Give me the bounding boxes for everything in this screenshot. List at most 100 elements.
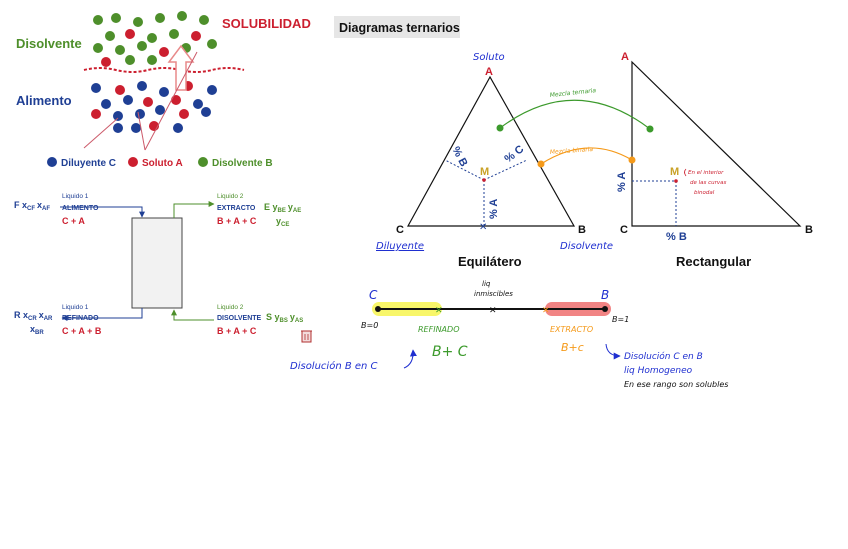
molecule-dot-diluent xyxy=(193,99,203,109)
legend: Diluyente C Soluto A Disolvente B xyxy=(47,157,273,169)
rect-vertex-a: A xyxy=(621,51,629,63)
eq-point-m xyxy=(482,178,486,182)
right-note-3: En ese rango son solubles xyxy=(624,380,728,389)
molecule-dot-diluent xyxy=(101,99,111,109)
rect-pct-b: % B xyxy=(666,231,687,243)
eq-vertex-a: A xyxy=(485,66,493,78)
binary-mixture-arc xyxy=(540,147,633,165)
binary-mixture-label: Mezcla binaria xyxy=(550,146,594,156)
binary-end-b xyxy=(602,306,608,312)
rect-note-3: binodal xyxy=(694,190,715,196)
eq-hand-left: Diluyente xyxy=(376,241,424,252)
legend-label-diluent: Diluyente C xyxy=(61,158,116,169)
extract-liquid: Liquido 2 xyxy=(217,193,244,200)
feed-name: ALIMENTO xyxy=(62,205,99,212)
eq-perp-b xyxy=(444,159,485,181)
solvent-comp: B + A + C xyxy=(217,326,257,336)
molecule-dot-diluent xyxy=(155,105,165,115)
molecule-dot-solvent xyxy=(111,13,121,23)
feed-liquid: Liquido 1 xyxy=(62,193,89,200)
extract-comp: B + A + C xyxy=(217,216,257,226)
extract-name: EXTRACTO xyxy=(217,205,256,212)
molecule-dot-solvent xyxy=(125,55,135,65)
binary-b1: B=1 xyxy=(612,315,629,324)
molecule-dot-solute xyxy=(171,95,181,105)
eq-cross: ✕ xyxy=(479,222,487,233)
eq-vertex-c: C xyxy=(396,224,404,236)
molecule-dot-solute xyxy=(125,29,135,39)
interface-line xyxy=(83,67,245,73)
binary-middle-1: liq xyxy=(482,280,491,288)
solubility-title: SOLUBILIDAD xyxy=(222,16,311,31)
mixture-arcs: Mezcla ternaria Mezcla binaria xyxy=(496,87,654,168)
right-note-arrow xyxy=(605,343,621,360)
binary-middle-2: inmiscibles xyxy=(474,290,513,298)
molecule-dot-diluent xyxy=(123,95,133,105)
rect-note-2: de las curvas xyxy=(690,180,727,186)
eq-pct-a: % A xyxy=(488,199,500,219)
molecule-dot-solvent xyxy=(147,33,157,43)
solvent-name: DISOLVENTE xyxy=(217,315,262,322)
rect-pct-a: % A xyxy=(616,172,628,192)
raffinate-flow-b: xBR xyxy=(30,324,44,336)
molecule-dots xyxy=(91,11,217,133)
ternary-mixture-dot-right xyxy=(646,125,654,133)
molecule-dot-diluent xyxy=(207,85,217,95)
rect-note-1: En el interior xyxy=(688,170,724,176)
molecule-dot-solvent xyxy=(147,55,157,65)
rect-point-m xyxy=(674,179,678,183)
binary-label-c: C xyxy=(369,288,378,302)
molecule-dot-solvent xyxy=(177,11,187,21)
molecule-dot-solvent xyxy=(199,15,209,25)
solubility-panel: SOLUBILIDAD Disolvente Alimento Diluyent… xyxy=(16,11,311,169)
raffinate-name: REFINADO xyxy=(62,315,99,322)
equilateral-diagram: A C B M % B % C % A ✕ Soluto Diluyente D… xyxy=(376,52,613,269)
right-note-1: Disolución C en B xyxy=(624,351,703,362)
legend-label-solvent: Disolvente B xyxy=(212,158,273,169)
molecule-dot-solute xyxy=(191,31,201,41)
right-note-2: liq Homogeneo xyxy=(624,366,693,376)
refinado-comp: B+ C xyxy=(432,344,468,360)
binary-mixture-dot-right xyxy=(628,156,636,164)
rect-note-bracket xyxy=(684,168,687,177)
legend-dot-solute xyxy=(128,157,138,167)
eq-label-m: M xyxy=(480,166,489,178)
molecule-dot-diluent xyxy=(137,81,147,91)
cross-mid: ✕ xyxy=(489,305,497,315)
solvent-label: Disolvente xyxy=(16,36,82,51)
solvent-liquid: Liquido 2 xyxy=(217,304,244,311)
molecule-dot-solvent xyxy=(137,41,147,51)
molecule-dot-solute xyxy=(143,97,153,107)
left-note-arrow xyxy=(403,349,417,369)
rect-vertex-b: B xyxy=(805,224,813,236)
molecule-dot-diluent xyxy=(131,123,141,133)
molecule-dot-solvent xyxy=(93,15,103,25)
rect-label-m: M xyxy=(670,166,679,178)
extract-flow-c: yCE xyxy=(276,216,289,228)
binary-line-panel: C B B=0 B=1 ✕ ✕ ✕ liq inmiscibles REFINA… xyxy=(290,280,728,389)
binary-label-b: B xyxy=(601,288,609,302)
trash-icon[interactable] xyxy=(301,330,312,343)
rect-vertex-c: C xyxy=(620,224,628,236)
molecule-dot-diluent xyxy=(159,87,169,97)
binary-end-c xyxy=(375,306,381,312)
eq-hand-right: Disolvente xyxy=(560,241,613,252)
section-title: Diagramas ternarios xyxy=(339,21,460,35)
molecule-dot-diluent xyxy=(135,109,145,119)
rectangular-diagram: A C B M % A % B En el interior de las cu… xyxy=(616,51,813,269)
raffinate-liquid: Liquido 1 xyxy=(62,304,89,311)
extract-stream xyxy=(173,201,215,218)
solvent-stream xyxy=(171,309,214,321)
molecule-dot-solvent xyxy=(133,17,143,27)
binary-mixture-dot-left xyxy=(537,160,545,168)
molecule-dot-solvent xyxy=(93,43,103,53)
cross-left: ✕ xyxy=(435,305,443,315)
molecule-dot-diluent xyxy=(173,123,183,133)
raffinate-comp: C + A + B xyxy=(62,326,102,336)
molecule-dot-solute xyxy=(159,47,169,57)
extracto-label: EXTRACTO xyxy=(550,325,593,334)
eq-hand-top: Soluto xyxy=(473,52,505,63)
section-title-bg xyxy=(334,16,460,38)
